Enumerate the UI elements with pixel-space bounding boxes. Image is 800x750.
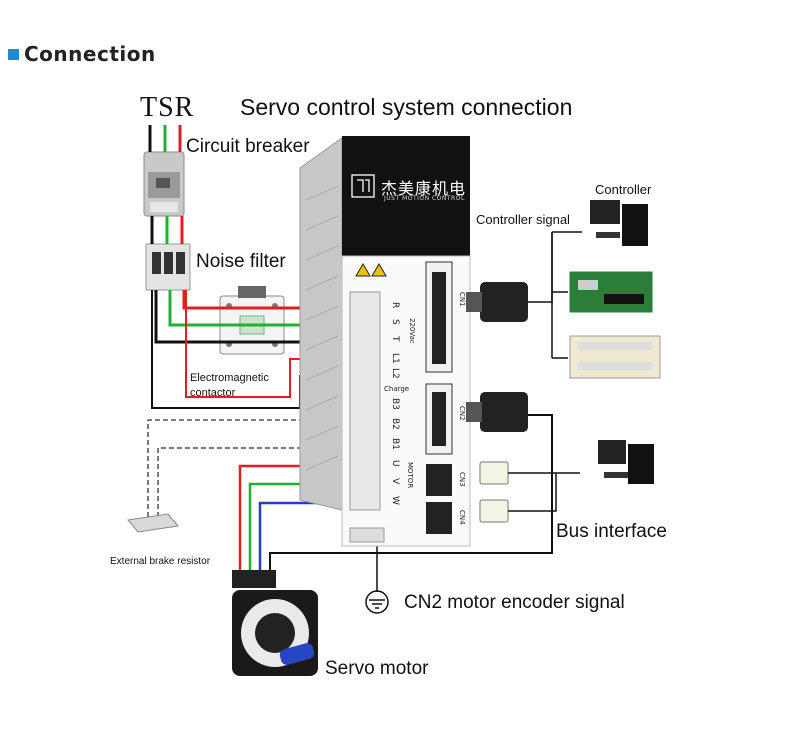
contactor-label-line2: contactor — [190, 387, 236, 399]
noise-filter-label: Noise filter — [196, 251, 286, 272]
controller-pc-icon — [590, 200, 648, 246]
cn3-port — [426, 464, 452, 496]
cn4-port — [426, 502, 452, 534]
motor-terminal-label: MOTOR — [406, 462, 414, 489]
drive-brand-en: JUST MOTION CONTROL — [384, 195, 465, 202]
controller-board-icon — [569, 271, 653, 313]
cn2-label: CN2 — [458, 406, 466, 421]
terminal-label-u: U — [390, 460, 400, 467]
terminal-label-l2: L2 — [390, 368, 400, 379]
header-accent-mark — [8, 48, 19, 60]
terminal-label-s: S — [390, 319, 400, 325]
contactor-label-line1: Electromagnetic — [190, 372, 269, 384]
terminal-label-b2: B2 — [390, 418, 400, 430]
terminal-label-w: W — [390, 496, 400, 505]
diagram-title: Servo control system connection — [240, 94, 573, 120]
circuit-breaker-image — [143, 151, 185, 217]
encoder-signal-label: CN2 motor encoder signal — [404, 592, 625, 613]
voltage-label: 220Vac — [408, 318, 416, 344]
charge-label: Charge — [384, 385, 410, 393]
terminal-label-b3: B3 — [390, 398, 400, 410]
terminal-label-b1: B1 — [390, 438, 400, 450]
terminal-label-t: T — [390, 336, 400, 342]
terminal-label-r: R — [390, 302, 400, 309]
contactor-image — [219, 286, 285, 355]
controller-plc-icon — [569, 335, 661, 379]
cn1-connector — [425, 261, 453, 373]
cn2-cable-plug — [466, 392, 528, 432]
servo-motor-image — [232, 570, 318, 676]
cn1-cable-plug — [466, 282, 528, 322]
power-wires — [147, 125, 553, 592]
section-header: Connection — [8, 42, 156, 66]
cn4-label: CN4 — [458, 510, 466, 525]
drive-brand-cn: 杰美康机电 — [381, 179, 467, 198]
cn2-connector — [425, 383, 453, 455]
tsr-label: TSR — [140, 92, 195, 123]
brake-resistor-label: External brake resistor — [110, 556, 211, 567]
brake-resistor-image — [127, 513, 179, 533]
noise-filter-image — [145, 243, 191, 291]
cn1-label: CN1 — [458, 292, 466, 307]
signal-wires — [508, 231, 582, 512]
circuit-breaker-label: Circuit breaker — [186, 136, 310, 157]
section-title: Connection — [24, 42, 156, 66]
servo-motor-label: Servo motor — [325, 658, 429, 679]
controller-label: Controller — [595, 182, 652, 197]
terminal-label-v: V — [390, 478, 400, 485]
bus-interface-label: Bus interface — [556, 521, 667, 542]
bus-pc-icon — [598, 440, 654, 484]
rj45-plug-1 — [479, 461, 509, 485]
terminal-label-l1: L1 — [390, 353, 400, 364]
rj45-plug-2 — [479, 499, 509, 523]
controller-signal-label: Controller signal — [476, 212, 570, 227]
ground-icon — [365, 590, 389, 614]
cn3-label: CN3 — [458, 472, 466, 487]
terminal-block — [349, 291, 381, 511]
